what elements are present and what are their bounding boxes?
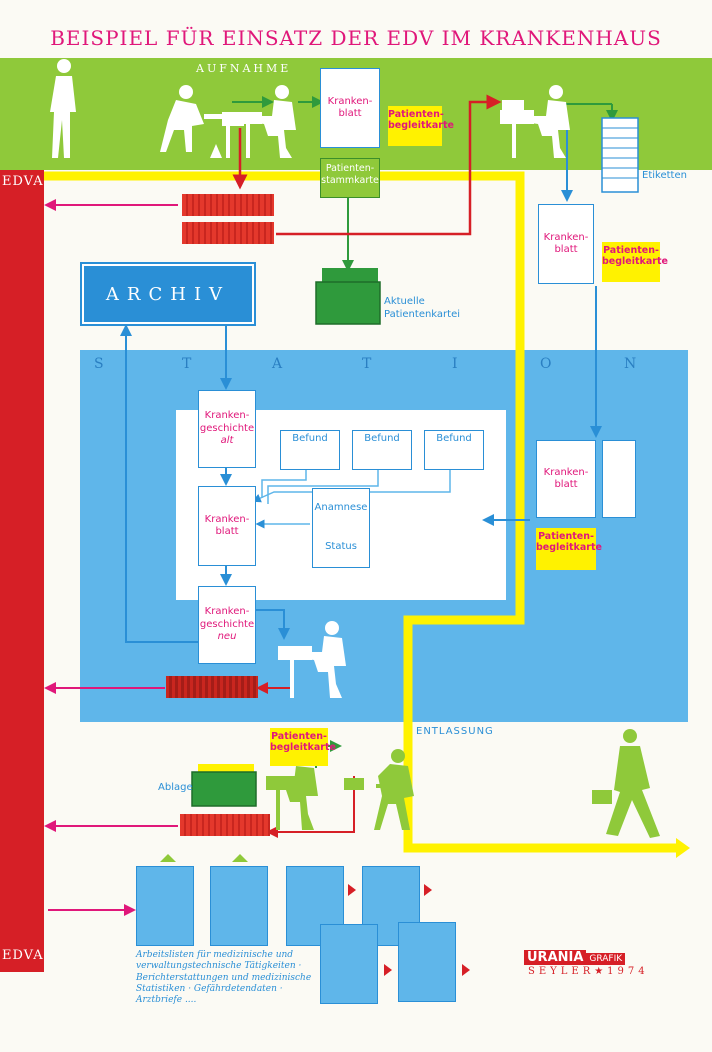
edva-bar — [0, 170, 44, 972]
station-letter: I — [452, 356, 458, 372]
patient-file-box-icon — [315, 268, 381, 325]
card-text: Kranken- — [204, 513, 250, 525]
patientenbegleitkarte-entlassung-card: Patienten- begleitkarte — [270, 728, 336, 766]
patientenstammkarte-card: Patienten- stammkarte — [320, 158, 380, 198]
output-document — [286, 866, 344, 946]
card-text: Kranken- — [543, 231, 589, 243]
output-document — [398, 922, 456, 1002]
krankengeschichte-alt-card: Kranken- geschichte alt — [198, 390, 256, 468]
card-text: Patienten- — [538, 531, 594, 542]
archiv-box: ARCHIV — [80, 262, 256, 326]
patientenbegleitkarte-aufnahme-card: Patienten- begleitkarte — [388, 106, 454, 146]
typist-station-icon — [278, 621, 346, 698]
anamnese-status-card: Anamnese Status — [312, 488, 370, 568]
krankenblatt-right-card: Kranken- blatt — [538, 204, 594, 284]
befund-card: Befund — [280, 430, 340, 470]
krankenblatt-aufnahme-card: Kranken- blatt — [320, 68, 380, 148]
card-text: geschichte — [199, 618, 255, 630]
card-text: begleitkarte — [270, 742, 336, 754]
ablage-file-box-icon — [191, 764, 257, 807]
seated-patient-entlassung-icon — [374, 749, 414, 830]
station-letter: A — [272, 356, 283, 372]
etiketten-sheet-icon — [601, 117, 639, 193]
krankenblatt-station-right-card: Kranken- blatt — [536, 440, 596, 518]
output-document — [320, 924, 378, 1004]
brand-text: URANIA — [524, 950, 587, 965]
ablage-label: Ablage — [158, 782, 193, 793]
krankenblatt-station-card: Kranken- blatt — [198, 486, 256, 566]
station-letter: N — [624, 356, 637, 372]
status-text: Status — [325, 541, 357, 553]
output-document — [136, 866, 194, 946]
card-text: Kranken- — [204, 410, 250, 422]
etiketten-label: Etiketten — [642, 170, 687, 181]
data-tape — [180, 814, 270, 836]
label-text: Patientenkartei — [384, 308, 461, 320]
station-letter: O — [540, 356, 552, 372]
entlassung-label: ENTLASSUNG — [416, 726, 494, 737]
brand-sub-text: GRAFIK — [586, 953, 626, 965]
patient-path — [44, 171, 676, 853]
typist-entlassung-icon — [266, 751, 364, 830]
befund-card: Befund — [424, 430, 484, 470]
edva-label-top: EDVA — [2, 174, 44, 189]
card-text: Patienten- — [603, 245, 659, 256]
card-text: neu — [217, 631, 237, 643]
card-text: Patienten- — [388, 109, 444, 120]
aufnahme-label: AUFNAHME — [196, 62, 292, 75]
card-text: Kranken- — [327, 95, 373, 107]
card-text: Kranken- — [543, 466, 589, 478]
typist-aufnahme-icon — [236, 85, 296, 158]
card-text: geschichte — [199, 422, 255, 434]
card-text: blatt — [215, 526, 239, 537]
patientenbegleitkarte-station-card: Patienten- begleitkarte — [536, 528, 602, 570]
card-text: Patienten- — [325, 163, 375, 174]
card-text: alt — [220, 435, 234, 447]
card-text: begleitkarte — [536, 542, 602, 554]
befund-card: Befund — [352, 430, 412, 470]
patientenbegleitkarte-right-card: Patienten- begleitkarte — [602, 242, 668, 282]
edva-label-bottom: EDVA — [2, 948, 44, 963]
blank-card — [602, 440, 636, 518]
label-text: Aktuelle — [384, 296, 425, 307]
card-text: Patienten- — [271, 731, 327, 742]
patient-path-arrowhead — [676, 838, 690, 858]
krankengeschichte-neu-card: Kranken- geschichte neu — [198, 586, 256, 664]
output-document — [210, 866, 268, 946]
credit-line: SEYLER★1974 — [528, 966, 649, 977]
data-tape — [166, 676, 258, 698]
data-tape — [182, 194, 274, 216]
station-letter: S — [94, 356, 104, 372]
aktuelle-patientenkartei-label: Aktuelle Patientenkartei — [384, 296, 460, 321]
walking-patient-icon — [50, 59, 76, 158]
output-description: Arbeitslisten für medizinische und verwa… — [136, 950, 312, 1005]
data-tape — [182, 222, 274, 244]
card-text: stammkarte — [321, 174, 379, 186]
card-text: blatt — [554, 244, 578, 255]
anamnese-text: Anamnese — [314, 502, 368, 514]
page-title: BEISPIEL FÜR EINSATZ DER EDV IM KRANKENH… — [50, 26, 662, 50]
typist-etiketten-icon — [500, 85, 570, 158]
admission-clerk-seated-icon — [160, 85, 244, 158]
card-text: Kranken- — [204, 606, 250, 618]
card-text: blatt — [554, 479, 578, 490]
card-text: blatt — [338, 108, 362, 119]
card-text: begleitkarte — [388, 120, 454, 132]
station-letter: T — [182, 356, 192, 372]
card-text: begleitkarte — [602, 256, 668, 268]
station-letter: T — [362, 356, 372, 372]
departing-patient-icon — [592, 729, 660, 838]
